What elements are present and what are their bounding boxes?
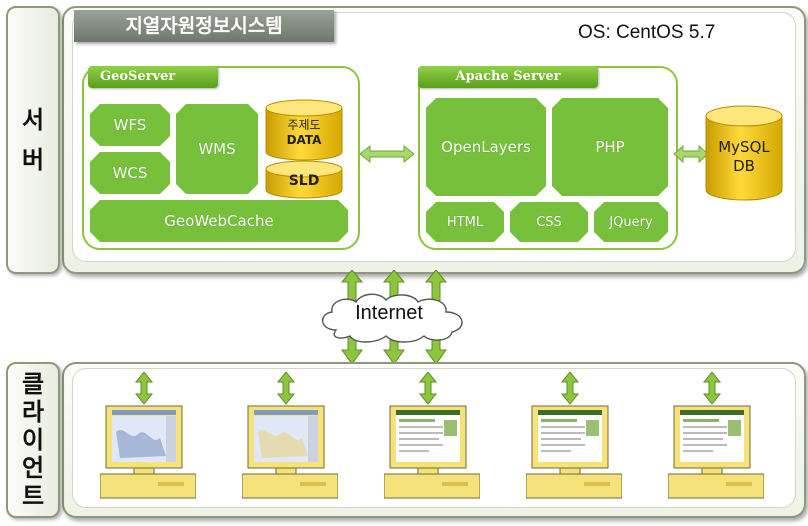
apache-mysql-arrow (674, 144, 708, 164)
wfs-box: WFS (90, 104, 170, 146)
client-label-char-4: 언 (21, 454, 45, 482)
wcs-box: WCS (90, 152, 170, 194)
computer-icon (525, 371, 623, 499)
client-computer (667, 371, 765, 502)
computer-icon (667, 371, 765, 499)
wcs-label: WCS (112, 164, 148, 182)
wms-box: WMS (176, 104, 258, 194)
system-title: 지열자원정보시스템 (74, 10, 334, 42)
server-label-char-1: 서 (21, 106, 45, 134)
client-computer (525, 371, 623, 502)
computer-icon (99, 371, 197, 499)
mysql-db-label: MySQL DB (704, 138, 784, 176)
mysql-label: MySQL (718, 138, 770, 156)
client-label-char-5: 트 (21, 482, 45, 510)
theme-map-data-cylinder (265, 99, 343, 161)
html-box: HTML (426, 202, 504, 242)
wfs-label: WFS (113, 116, 147, 134)
server-side-label: 서 버 (6, 6, 60, 274)
client-side-label: 클 라 이 언 트 (6, 362, 60, 518)
data-label: DATA (286, 133, 322, 147)
php-label: PHP (595, 138, 625, 156)
openlayers-label: OpenLayers (441, 138, 531, 156)
client-label-char-2: 라 (21, 398, 45, 426)
php-box: PHP (552, 98, 668, 196)
css-label: CSS (536, 214, 562, 230)
os-label: OS: CentOS 5.7 (578, 22, 716, 43)
mysql-db-cylinder (705, 105, 783, 201)
theme-map-data-label: 주제도 DATA (264, 118, 344, 148)
wms-label: WMS (198, 140, 236, 158)
html-label: HTML (446, 214, 484, 230)
client-label-char-1: 클 (21, 370, 45, 398)
geowebcache-label: GeoWebCache (164, 212, 274, 230)
geoserver-title: GeoServer (88, 66, 218, 88)
server-label-char-2: 버 (21, 146, 45, 174)
internet-label: Internet (355, 302, 423, 324)
db-label: DB (733, 157, 755, 175)
internet-cloud (322, 293, 463, 343)
system-title-text: 지열자원정보시스템 (125, 15, 283, 37)
css-box: CSS (510, 202, 588, 242)
openlayers-box: OpenLayers (426, 98, 546, 196)
jquery-label: JQuery (609, 214, 653, 230)
client-label-char-3: 이 (21, 426, 45, 454)
geowebcache-box: GeoWebCache (90, 200, 348, 242)
geoserver-apache-arrow (360, 144, 414, 164)
sld-cylinder (265, 160, 343, 199)
apache-title: Apache Server (418, 66, 598, 88)
client-computer (99, 371, 197, 502)
client-computer (383, 371, 481, 502)
client-computer (241, 371, 339, 502)
theme-map-label: 주제도 (287, 118, 321, 132)
computer-icon (383, 371, 481, 499)
jquery-box: JQuery (594, 202, 668, 242)
sld-label: SLD (288, 173, 320, 189)
computer-icon (241, 371, 339, 499)
